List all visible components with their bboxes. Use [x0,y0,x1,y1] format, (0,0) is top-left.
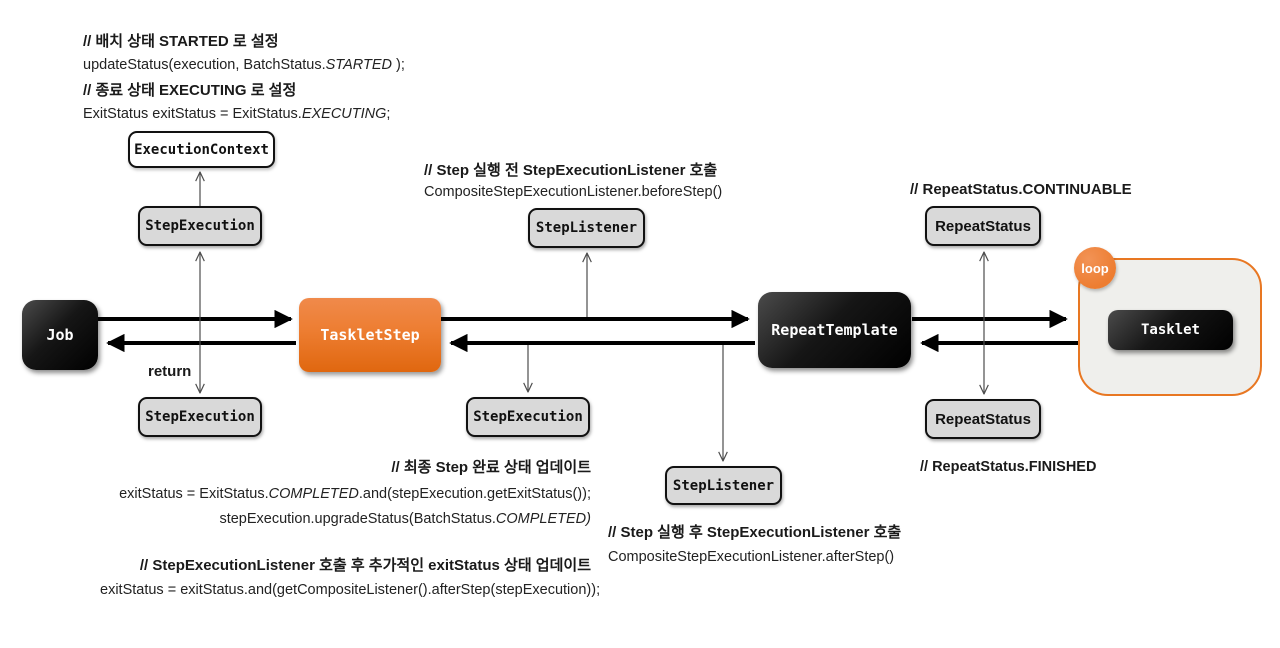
code-final-exitstatus-pre: exitStatus = ExitStatus. [119,486,269,502]
code-update-status-em: STARTED [325,57,392,73]
node-taskletstep: TaskletStep [299,298,441,372]
code-update-status-post: ); [391,57,405,73]
code-exit-status-em: EXECUTING [301,106,387,122]
thick-arrows [98,309,1082,353]
node-steplistener-top: StepListener [528,208,645,248]
node-repeattemplate: RepeatTemplate [758,292,911,368]
node-repeatstatus-top: RepeatStatus [925,206,1041,246]
node-job: Job [22,300,98,370]
code-before-step: CompositeStepExecutionListener.beforeSte… [424,184,723,200]
comment-final-step-update: // 최종 Step 완료 상태 업데이트 [391,459,591,476]
code-after-step: CompositeStepExecutionListener.afterStep… [608,549,895,565]
comment-listener-update: // StepExecutionListener 호출 후 추가적인 exitS… [139,557,591,574]
comment-repeatstatus-finished: // RepeatStatus.FINISHED [920,459,1097,475]
comment-repeatstatus-continuable: // RepeatStatus.CONTINUABLE [910,181,1132,198]
code-upgrade-status: stepExecution.upgradeStatus(BatchStatus.… [100,511,591,528]
node-tasklet: Tasklet [1108,310,1233,350]
comment-exit-status-executing: // 종료 상태 EXECUTING 로 설정 [83,82,297,99]
code-final-exitstatus-post: .and(stepExecution.getExitStatus()); [358,486,591,502]
code-exit-status-post: ; [386,106,391,122]
comment-after-step: // Step 실행 후 StepExecutionListener 호출 [608,524,902,541]
loop-badge: loop [1074,247,1116,289]
comment-before-step: // Step 실행 전 StepExecutionListener 호출 [424,162,718,179]
node-stepexecution-top: StepExecution [138,206,262,246]
code-update-status-pre: updateStatus(execution, BatchStatus. [83,57,326,73]
code-upgrade-status-em: COMPLETED) [495,511,591,527]
code-listener-update: exitStatus = exitStatus.and(getComposite… [100,582,601,598]
code-update-status: updateStatus(execution, BatchStatus.STAR… [83,57,405,74]
code-final-exitstatus: exitStatus = ExitStatus.COMPLETED.and(st… [100,486,591,503]
code-exit-status: ExitStatus exitStatus = ExitStatus.EXECU… [83,106,390,123]
node-stepexecution-return: StepExecution [138,397,262,437]
return-label: return [148,363,192,380]
node-stepexecution-mid: StepExecution [466,397,590,437]
node-steplistener-bottom: StepListener [665,466,782,505]
code-exit-status-pre: ExitStatus exitStatus = ExitStatus. [83,106,302,122]
code-upgrade-status-pre: stepExecution.upgradeStatus(BatchStatus. [219,511,496,527]
node-executioncontext: ExecutionContext [128,131,275,168]
comment-batch-status-started: // 배치 상태 STARTED 로 설정 [83,33,279,50]
code-final-exitstatus-em: COMPLETED [268,486,359,502]
node-repeatstatus-bottom: RepeatStatus [925,399,1041,439]
